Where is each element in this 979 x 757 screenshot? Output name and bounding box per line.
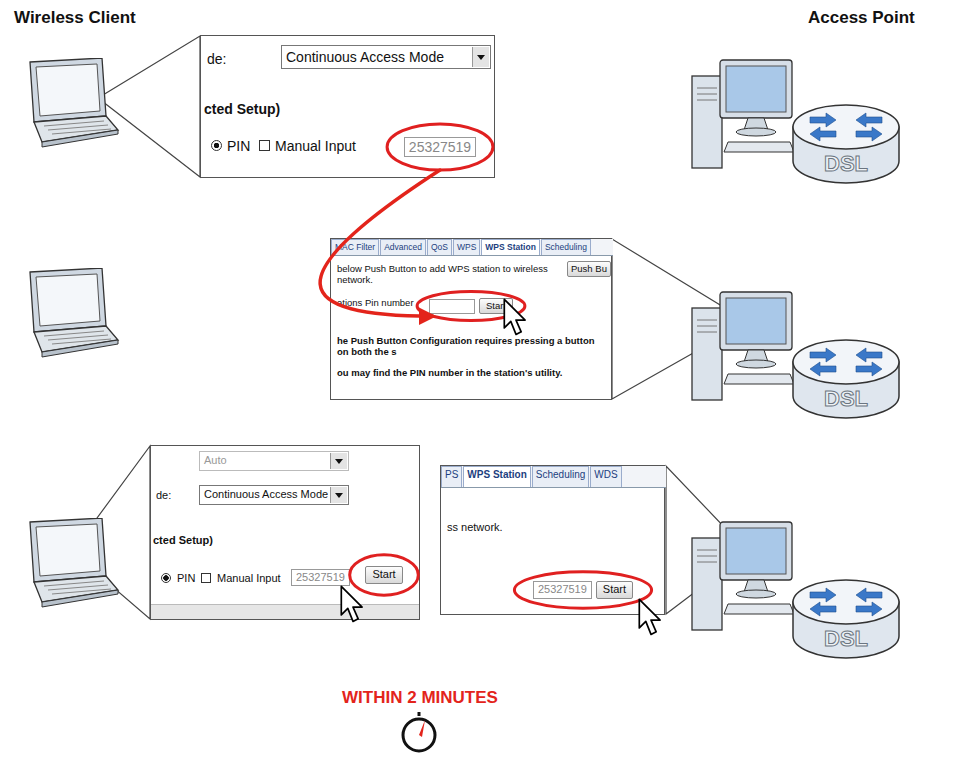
zoom-callout-panel: below Push Button to add WPS station to … <box>330 238 612 400</box>
node-text: he Push Button Configuration requires pr… <box>337 335 605 358</box>
node-text: ou may find the PIN number in the statio… <box>337 367 605 378</box>
column-heading: Wireless Client <box>14 8 214 28</box>
node-text: 25327519 <box>291 569 350 586</box>
dropdown-field: Auto <box>199 451 349 471</box>
highlight-ellipse: 25327519Start <box>513 571 653 609</box>
node-text: PIN <box>161 572 195 585</box>
highlight-ellipse: 25327519 <box>386 123 494 171</box>
node-text: Start <box>479 298 513 313</box>
node-text: Continuous Access Mode <box>204 488 328 501</box>
dsl-router: DSL <box>790 95 902 190</box>
dsl-router: DSL <box>790 570 902 665</box>
node-text: cted Setup) <box>204 101 280 118</box>
node-text: PIN <box>211 138 250 155</box>
node-text: WPS Station <box>463 466 530 487</box>
node-text: WPS <box>453 239 480 255</box>
node-text: below Push Button to add WPS station to … <box>337 263 562 286</box>
node-text: WDS <box>590 466 621 487</box>
push-button: Push Bu <box>567 261 609 277</box>
node-text: Continuous Access Mode <box>286 49 444 66</box>
node-text: Scheduling <box>541 239 591 255</box>
laptop-icons <box>30 58 118 607</box>
node-text: ations Pin number <box>337 297 414 308</box>
zoom-callout-panel: ss network. PSWPS StationSchedulingWDS 253… <box>440 465 665 615</box>
zoom-callout-panel: de: cted Setup) PIN Manual Input Continuous … <box>200 35 495 178</box>
node-text: de: <box>207 51 226 68</box>
node-text: Advanced <box>380 239 426 255</box>
node-text: MAC Filter <box>331 239 379 255</box>
node-text: Auto <box>204 454 227 467</box>
time-limit-note: WITHIN 2 MINUTES <box>300 688 540 708</box>
node-text: Start <box>365 566 402 583</box>
tab-bar: MAC FilterAdvancedQoSWPSWPS StationSched… <box>331 239 613 256</box>
node-text: QoS <box>427 239 452 255</box>
node-text: Manual Input <box>259 138 356 155</box>
zoom-callout-wedges <box>72 36 748 619</box>
node-text: cted Setup) <box>153 534 213 547</box>
node-text: DSL <box>790 151 902 177</box>
highlight-ellipse: Start <box>416 291 526 321</box>
column-heading: Access Point <box>808 8 968 28</box>
node-text: 25327519 <box>533 581 592 598</box>
pin-input <box>429 299 475 314</box>
node-text: Start <box>596 581 633 598</box>
node-text: WPS Station <box>481 239 540 255</box>
node-text: DSL <box>790 386 902 412</box>
node-text: de: <box>156 489 171 502</box>
dropdown-field: Continuous Access Mode <box>199 485 349 505</box>
node-text: 25327519 <box>404 137 476 158</box>
node-text: Manual Input <box>201 572 281 585</box>
node-text: DSL <box>790 626 902 652</box>
node-text: PS <box>441 466 462 487</box>
node-text: Scheduling <box>532 466 589 487</box>
tab-bar: PSWPS StationSchedulingWDS <box>441 466 666 488</box>
node-text: ss network. <box>447 521 503 534</box>
zoom-callout-panel: de: cted Setup) PIN Manual Input 25327519 Aut… <box>150 445 420 620</box>
highlight-ellipse: Start <box>349 554 419 596</box>
dsl-router: DSL <box>790 330 902 425</box>
status-bar <box>151 604 419 619</box>
desktop-pc-icons <box>692 60 794 630</box>
timer-icon <box>403 712 435 751</box>
node-text: Push Bu <box>567 261 611 277</box>
dropdown-field: Continuous Access Mode <box>281 45 491 69</box>
